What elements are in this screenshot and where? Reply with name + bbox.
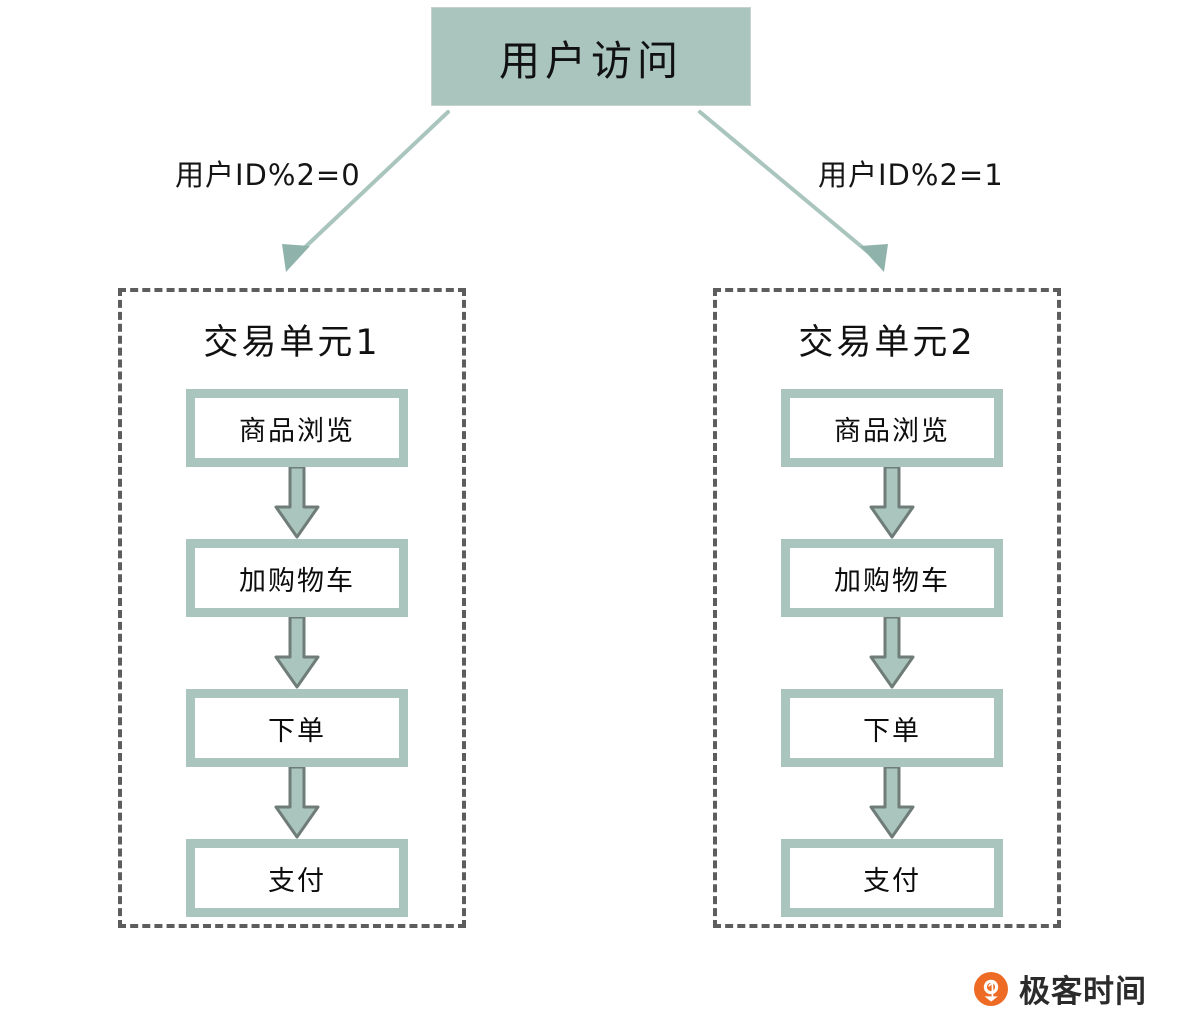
- watermark: 极客时间: [972, 966, 1147, 1011]
- branch-condition-right: 用户ID%2=1: [818, 158, 1004, 192]
- unit2-step-3-label: 下单: [863, 715, 921, 747]
- unit2-step-place-order[interactable]: 下单: [781, 689, 1003, 767]
- unit2-step-product-browse[interactable]: 商品浏览: [781, 389, 1003, 467]
- trading-unit-1-container[interactable]: 交易单元1 商品浏览 加购物车 下单 支付: [118, 288, 466, 928]
- unit1-step-4-label: 支付: [268, 865, 326, 897]
- unit1-step-payment[interactable]: 支付: [186, 839, 408, 917]
- unit1-step-1-label: 商品浏览: [239, 415, 355, 447]
- unit2-step-add-to-cart[interactable]: 加购物车: [781, 539, 1003, 617]
- unit1-step-place-order[interactable]: 下单: [186, 689, 408, 767]
- unit2-step-payment[interactable]: 支付: [781, 839, 1003, 917]
- unit2-arrow-3: [869, 767, 915, 839]
- unit1-step-3-label: 下单: [268, 715, 326, 747]
- unit1-step-product-browse[interactable]: 商品浏览: [186, 389, 408, 467]
- unit2-arrow-2: [869, 617, 915, 689]
- unit1-step-add-to-cart[interactable]: 加购物车: [186, 539, 408, 617]
- trading-unit-2-container[interactable]: 交易单元2 商品浏览 加购物车 下单 支付: [713, 288, 1061, 928]
- unit1-arrow-2: [274, 617, 320, 689]
- trading-unit-2-title: 交易单元2: [798, 323, 976, 363]
- unit2-step-4-label: 支付: [863, 865, 921, 897]
- unit1-step-2-label: 加购物车: [239, 565, 355, 597]
- unit2-arrow-1: [869, 467, 915, 539]
- watermark-text: 极客时间: [1019, 974, 1147, 1010]
- root-node-label: 用户访问: [499, 36, 683, 85]
- geekbang-pin-icon: [974, 971, 1008, 1006]
- unit1-arrow-3: [274, 767, 320, 839]
- root-node-user-access[interactable]: 用户访问: [432, 8, 750, 105]
- unit2-step-1-label: 商品浏览: [834, 415, 950, 447]
- unit1-arrow-1: [274, 467, 320, 539]
- unit2-step-2-label: 加购物车: [834, 565, 950, 597]
- branch-condition-left: 用户ID%2=0: [175, 158, 361, 192]
- trading-unit-1-title: 交易单元1: [203, 323, 381, 363]
